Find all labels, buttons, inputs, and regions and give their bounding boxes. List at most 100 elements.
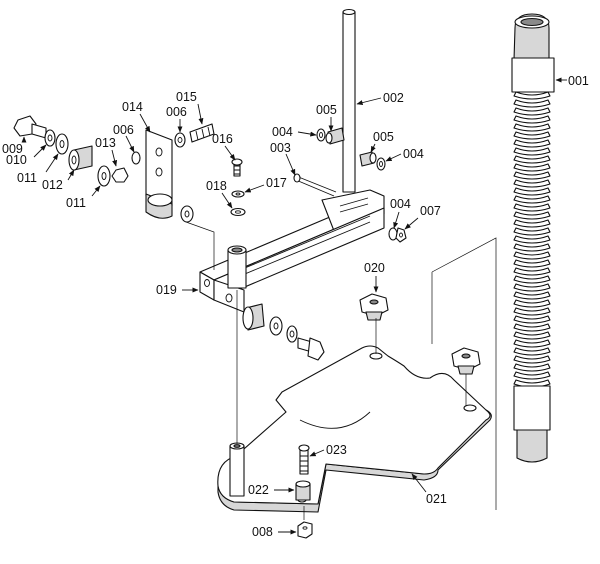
nut-008 [297, 521, 313, 539]
callout-004-b: 004 [385, 147, 424, 162]
callout-017: 017 [244, 176, 287, 193]
hose-rib [513, 267, 551, 276]
hose-rib [513, 275, 551, 284]
lower-washer-b [286, 325, 298, 343]
callout-label: 013 [95, 136, 116, 150]
hose-rib [513, 299, 551, 308]
bolt-009 [13, 115, 47, 139]
hose-rib [513, 291, 551, 300]
spacer-012 [68, 145, 93, 171]
callout-label: 011 [17, 171, 37, 185]
nut-013 [111, 167, 129, 183]
callout-label: 011 [66, 196, 86, 210]
callout-label: 005 [373, 130, 394, 144]
lower-spacer [242, 303, 265, 331]
screw-003 [293, 173, 337, 197]
knob-020-right [451, 347, 481, 375]
washer-017 [231, 190, 245, 198]
hose-rib [513, 219, 551, 228]
callout-label: 006 [166, 105, 187, 119]
callout-014: 014 [122, 100, 151, 133]
callout-007: 007 [404, 204, 441, 230]
washer-large [180, 205, 194, 223]
hose-rib [513, 243, 551, 252]
lower-bolt [297, 337, 325, 361]
callout-013: 013 [95, 136, 118, 167]
callout-022: 022 [248, 483, 295, 497]
callout-003: 003 [270, 141, 296, 176]
callout-019: 019 [156, 283, 199, 297]
washer-004-right [376, 157, 386, 171]
washer-006-left [131, 151, 141, 165]
hose-rib [513, 331, 551, 340]
hose-rib [513, 251, 551, 260]
callout-label: 015 [176, 90, 197, 104]
callout-label: 007 [420, 204, 441, 218]
callout-009: 009 [2, 136, 27, 156]
callout-004-a: 004 [272, 125, 317, 139]
callout-010: 010 [6, 144, 47, 167]
lock-washer-010 [44, 129, 56, 147]
flexible-hose [511, 13, 555, 463]
callout-label: 005 [316, 103, 337, 117]
base-plate [217, 345, 492, 513]
callout-label: 018 [206, 179, 227, 193]
callout-label: 012 [42, 178, 63, 192]
callout-label: 004 [403, 147, 424, 161]
callout-label: 001 [568, 74, 589, 88]
screw-023 [298, 444, 310, 475]
hose-rib [513, 315, 551, 324]
hose-rib [513, 307, 551, 316]
nut-007 [395, 227, 407, 243]
pivot-plate-014 [145, 129, 173, 219]
hose-rib [513, 195, 551, 204]
base-post [229, 442, 245, 497]
callout-015: 015 [176, 90, 204, 125]
clamp-pin-left [325, 127, 345, 145]
callout-label: 022 [248, 483, 269, 497]
hose-rib [513, 235, 551, 244]
washer-011-a [55, 133, 69, 155]
hose-rib [513, 339, 551, 348]
hose-rib [513, 259, 551, 268]
washer-006-right [174, 132, 186, 148]
hose-rib [513, 99, 551, 108]
callout-label: 004 [390, 197, 411, 211]
callout-label: 021 [426, 492, 447, 506]
callout-label: 006 [113, 123, 134, 137]
callout-label: 004 [272, 125, 293, 139]
screw-015 [189, 123, 215, 143]
hose-rib [513, 211, 551, 220]
callout-label: 016 [212, 132, 233, 146]
clamp-pin-right [359, 151, 377, 167]
callout-005-a: 005 [316, 103, 337, 132]
lower-washer-a [269, 316, 283, 336]
hose-rib [513, 179, 551, 188]
callout-016: 016 [212, 132, 236, 161]
hose-rib [513, 371, 551, 380]
hose-rib [513, 347, 551, 356]
callout-label: 003 [270, 141, 291, 155]
callout-label: 019 [156, 283, 177, 297]
hose-rib [513, 363, 551, 372]
slotted-arm-bracket [199, 189, 385, 313]
knob-020-left [359, 293, 389, 321]
hose-ribs [513, 91, 551, 388]
vertical-rod [342, 8, 356, 193]
hose-rib [513, 323, 551, 332]
spacer-022 [295, 480, 311, 501]
callout-012: 012 [42, 169, 75, 192]
callout-label: 020 [364, 261, 385, 275]
callout-005-b: 005 [370, 130, 394, 153]
hose-rib [513, 123, 551, 132]
callout-021: 021 [411, 473, 447, 506]
hose-rib [513, 171, 551, 180]
callout-011-b: 011 [66, 185, 101, 210]
hose-rib [513, 147, 551, 156]
hose-rib [513, 139, 551, 148]
alignment-lines [185, 221, 497, 520]
hose-rib [513, 155, 551, 164]
callout-011-a: 011 [17, 153, 59, 185]
